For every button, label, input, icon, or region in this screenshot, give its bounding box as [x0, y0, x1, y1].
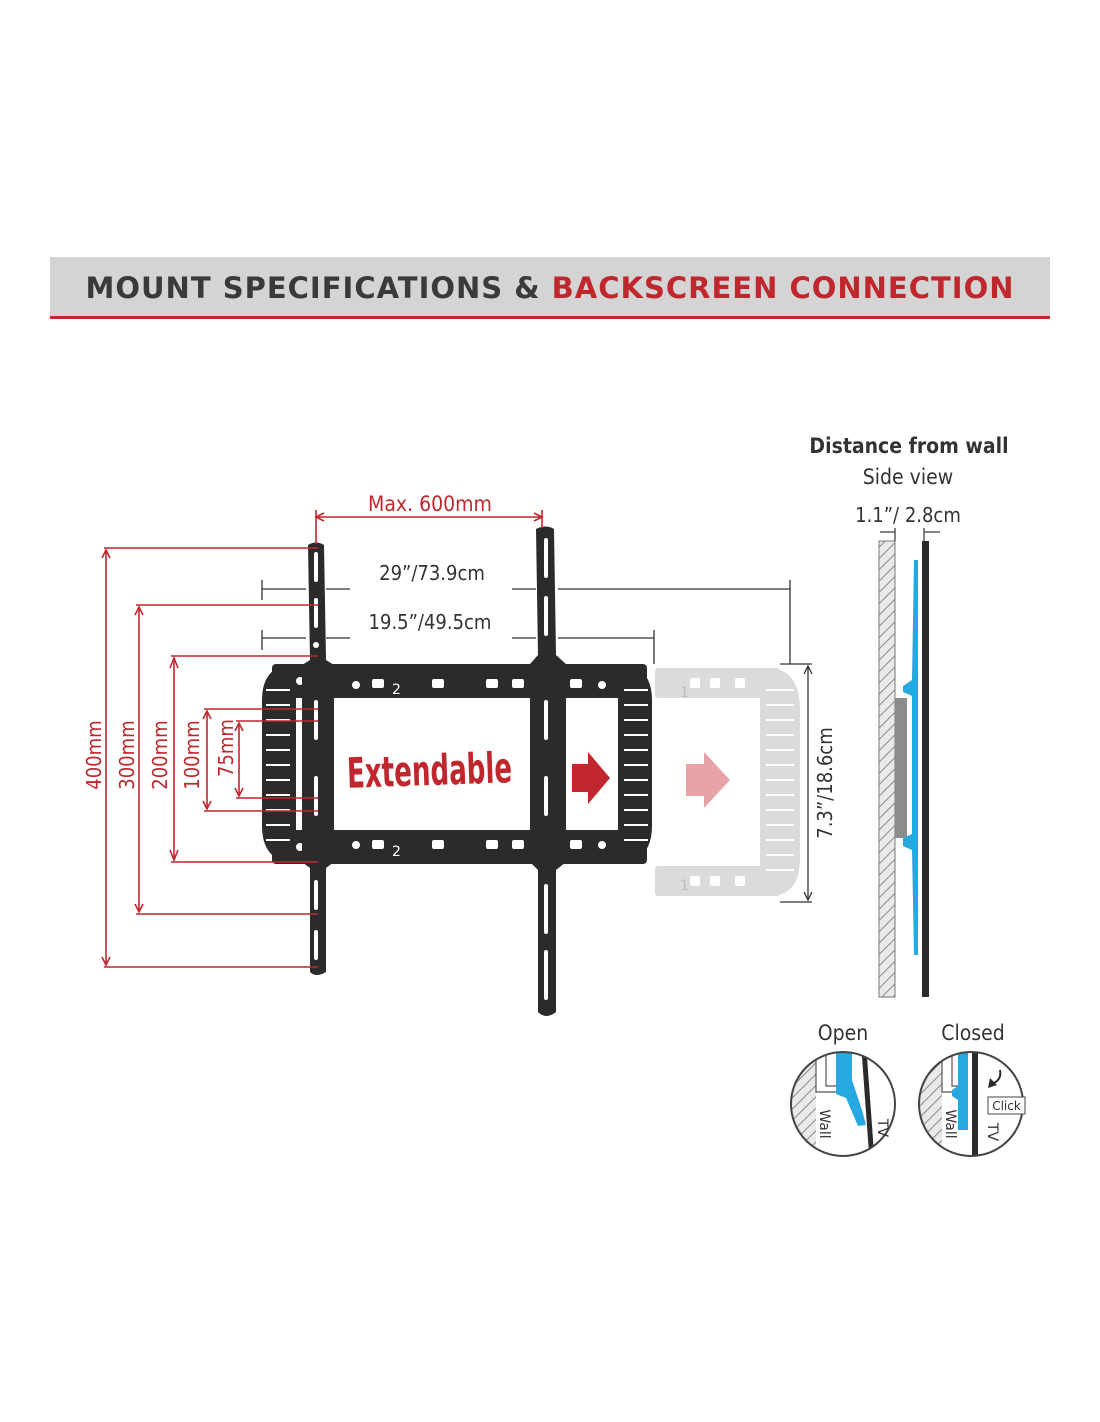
- height-label: 7.3”/18.6cm: [813, 727, 837, 838]
- wall-plate: [895, 698, 907, 838]
- slot-number-top: 2: [392, 682, 401, 698]
- dim-200mm: 200mm: [148, 720, 172, 789]
- wall-bracket: 2 2: [262, 526, 652, 1016]
- gray-dimension-lines: [261, 580, 813, 903]
- dim-300mm: 300mm: [115, 720, 139, 789]
- tv-panel: [922, 541, 929, 997]
- ghost-slot-number-bottom: 1: [680, 878, 689, 894]
- dim-75mm: 75mm: [214, 719, 238, 777]
- side-view-title: Distance from wall: [809, 434, 1008, 458]
- slot-number-bottom: 2: [392, 844, 401, 860]
- max-width-label: Max. 600mm: [368, 492, 492, 516]
- header-title-part2: BACKSCREEN CONNECTION: [551, 271, 1015, 305]
- header-title: MOUNT SPECIFICATIONS & BACKSCREEN CONNEC…: [50, 271, 1050, 305]
- extendable-panel: [334, 698, 530, 830]
- left-arm: [302, 542, 334, 975]
- open-wall-label: Wall: [816, 1109, 832, 1138]
- closed-wall-label: Wall: [942, 1109, 958, 1138]
- tv-bracket-plate: [903, 560, 918, 955]
- width-outer-label: 29”/73.9cm: [379, 561, 485, 585]
- header-band: MOUNT SPECIFICATIONS & BACKSCREEN CONNEC…: [50, 257, 1050, 319]
- extendable-label: Extendable: [346, 743, 513, 798]
- closed-detail: Click Wall TV: [918, 1051, 1026, 1157]
- open-label: Open: [818, 1021, 868, 1045]
- open-detail: Wall TV: [790, 1051, 896, 1157]
- extended-bracket-ghost: 1 1: [655, 668, 800, 896]
- side-distance-label: 1.1”/ 2.8cm: [855, 503, 961, 527]
- side-view-subtitle: Side view: [863, 465, 953, 489]
- closed-label: Closed: [941, 1021, 1004, 1045]
- header-title-part1: MOUNT SPECIFICATIONS &: [85, 271, 552, 305]
- dimension-lines: [101, 510, 544, 968]
- wall-section: [878, 540, 896, 998]
- click-label: Click: [992, 1099, 1021, 1113]
- dim-100mm: 100mm: [180, 720, 204, 789]
- width-inner-label: 19.5”/49.5cm: [369, 610, 492, 634]
- ghost-slot-number-top: 1: [680, 685, 689, 701]
- closed-tv-label: TV: [984, 1122, 1000, 1142]
- extend-arrow: [572, 752, 610, 804]
- side-view-diagram: [878, 528, 940, 998]
- extend-arrow-ghost: [686, 752, 730, 808]
- right-arm: [530, 526, 566, 1016]
- open-tv-label: TV: [874, 1118, 890, 1138]
- dim-400mm: 400mm: [82, 720, 106, 789]
- click-badge: [987, 1096, 1026, 1115]
